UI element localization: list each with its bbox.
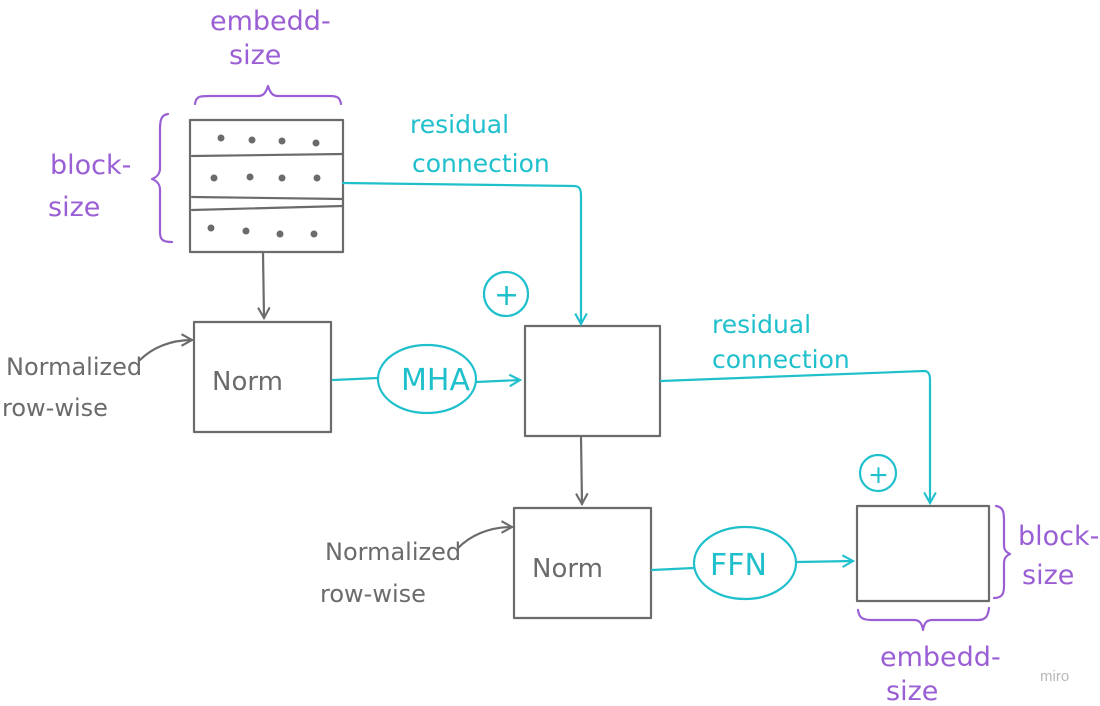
output-box [855, 504, 991, 603]
residual-label-2b: connection [712, 345, 850, 374]
plus-circle-1 [482, 270, 530, 318]
norm1-label: Norm [212, 367, 283, 397]
mha-node [376, 343, 478, 415]
plus-sign-1: + [494, 278, 519, 313]
arrow-matrix-to-norm1 [257, 250, 271, 321]
normalized-label-1b: row-wise [2, 394, 108, 422]
add1-box [523, 324, 662, 438]
embedd-size-label-bottom: embedd- [880, 642, 1001, 673]
block-size-brace-right [992, 504, 1012, 600]
embedd-size-brace-top [193, 84, 343, 106]
norm2-box [512, 506, 653, 620]
matrix-row-divider [190, 152, 345, 158]
matrix-row-divider [190, 195, 345, 201]
line-norm1-to-mha [331, 376, 380, 382]
block-size-brace-left [150, 112, 174, 244]
embedd-size-label-top-2: size [229, 40, 281, 71]
normalized-label-1: Normalized [6, 353, 142, 381]
input-matrix [188, 118, 345, 254]
block-size-label-left-2: size [48, 192, 100, 223]
norm1-box [192, 320, 333, 434]
plus-circle-2 [858, 453, 898, 493]
normalized-label-2: Normalized [325, 538, 461, 566]
embedd-size-brace-bottom [856, 606, 991, 632]
miro-watermark: miro [1040, 668, 1069, 685]
arrow-normalized-2 [456, 520, 515, 550]
residual-connection-1-line [341, 181, 588, 327]
arrow-ffn-to-output [795, 554, 856, 568]
residual-label-1b: connection [412, 149, 550, 178]
block-size-label-right: block- [1018, 521, 1099, 552]
matrix-row-divider [190, 204, 345, 212]
norm2-label: Norm [532, 554, 603, 584]
mha-label: MHA [401, 363, 470, 398]
block-size-label-right-2: size [1022, 560, 1074, 591]
residual-connection-2-line [659, 369, 937, 506]
matrix-dots [207, 134, 321, 238]
block-size-label-left: block- [50, 150, 131, 181]
ffn-node [692, 525, 798, 601]
residual-label-2: residual [712, 310, 811, 339]
arrow-add1-to-norm2 [575, 434, 589, 507]
normalized-label-2b: row-wise [320, 580, 426, 608]
residual-label-1: residual [410, 110, 509, 139]
embedd-size-label-bottom-2: size [886, 676, 938, 706]
arrow-mha-to-add1 [474, 373, 523, 388]
plus-sign-2: + [868, 460, 889, 489]
ffn-label: FFN [710, 548, 767, 583]
input-matrix-border [188, 118, 345, 254]
arrow-normalized-1 [138, 333, 195, 362]
line-norm2-to-ffn [650, 566, 696, 572]
embedd-size-label-top: embedd- [210, 6, 331, 37]
